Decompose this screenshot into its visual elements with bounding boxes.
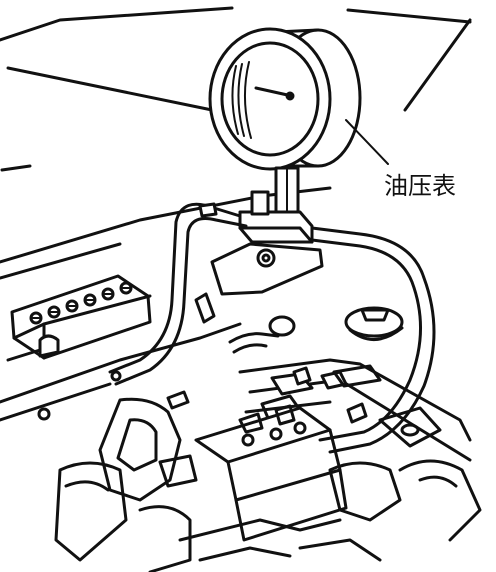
- fitting-nut: [230, 317, 294, 352]
- oil-filter-bracket: [196, 244, 322, 322]
- oil-pressure-gauge: [210, 29, 360, 242]
- oil-pressure-gauge-label: 油压表: [384, 172, 456, 200]
- gauge-callout: 油压表: [346, 120, 456, 200]
- hose-clamps: [39, 204, 366, 422]
- callout-leader-line: [346, 120, 388, 164]
- engine-block: [56, 360, 480, 572]
- gauge-dial-ring: [222, 43, 318, 155]
- oil-filler-cap: [346, 308, 402, 340]
- pressure-hoses: [110, 204, 434, 452]
- battery: [8, 276, 150, 360]
- gauge-face-rim: [210, 29, 330, 169]
- gauge-needle-hub: [287, 93, 293, 99]
